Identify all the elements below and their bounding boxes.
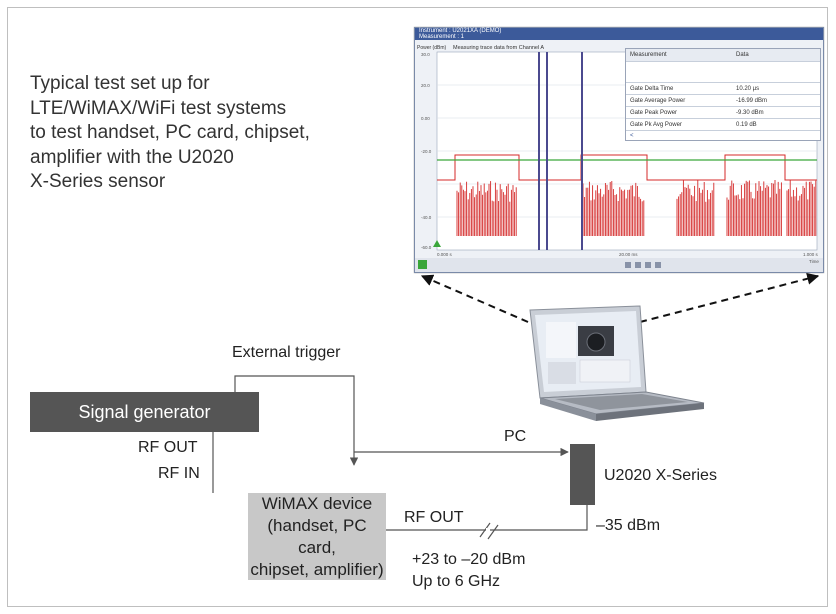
x-axis-label: Time <box>809 259 819 264</box>
table-cell: Gate Pk Avg Power <box>630 121 682 128</box>
zoom-arrow-right <box>639 272 820 323</box>
measurement-table: Measurement Data Gate Delta Time 10.20 µ… <box>625 48 821 141</box>
table-cell: Gate Delta Time <box>630 85 674 92</box>
screenshot-title: Instrument : U2021XA (DEMO) <box>419 28 502 34</box>
software-screenshot: Instrument : U2021XA (DEMO) Measurement … <box>414 27 824 273</box>
caption-line: Typical test set up for <box>30 73 210 94</box>
x-tick: 20.00 ms <box>619 252 638 257</box>
plot-header: Measuring trace data from Channel A <box>453 45 544 51</box>
x-tick: 0.000 s <box>437 252 453 257</box>
rf-in-label: RF IN <box>158 465 200 482</box>
wimax-device-title: WiMAX device <box>261 493 373 513</box>
y-tick: 20.0 <box>421 83 430 88</box>
zoom-arrow-left <box>420 274 529 323</box>
play-icon[interactable] <box>418 260 427 269</box>
wimax-device-block: WiMAX device (handset, PC card, chipset,… <box>248 493 386 580</box>
frequency-label: Up to 6 GHz <box>412 573 501 590</box>
table-cell: 0.19 dB <box>736 121 757 128</box>
signal-generator-block: Signal generator <box>30 392 259 432</box>
wimax-device-detail: chipset, amplifier) <box>250 559 384 579</box>
trace-envelope <box>437 154 817 181</box>
table-cell: Gate Average Power <box>630 97 686 104</box>
caption-line: amplifier with the U2020 <box>30 146 234 168</box>
nav-controls[interactable] <box>625 262 661 268</box>
wimax-device-detail: (handset, PC card, <box>267 515 367 557</box>
y-tick: 30.0 <box>421 52 430 57</box>
caption-line: LTE/WiMAX/WiFi test systems <box>30 97 287 119</box>
u2020-sensor-block <box>570 444 595 505</box>
caption-line: to test handset, PC card, chipset, <box>30 122 310 143</box>
caption-line: X-Series sensor <box>30 171 166 192</box>
y-tick: 0.00 <box>421 116 430 121</box>
column-header: Data <box>736 52 749 58</box>
table-row: Gate Delta Time 10.20 µs <box>626 83 820 95</box>
y-axis-label: Power (dBm) <box>417 45 447 51</box>
y-tick: -40.0 <box>421 215 432 220</box>
table-cell: Gate Peak Power <box>630 109 678 116</box>
table-row: Gate Average Power -16.99 dBm <box>626 95 820 107</box>
table-row <box>626 62 820 83</box>
table-cell: -9.30 dBm <box>736 109 764 116</box>
table-header: Measurement Data <box>626 49 820 62</box>
table-row: Gate Peak Power -9.30 dBm <box>626 107 820 119</box>
power-level-label: –35 dBm <box>596 517 661 534</box>
gate-markers <box>538 52 583 250</box>
power-range-label: +23 to –20 dBm <box>412 551 526 568</box>
figure-frame <box>7 7 828 607</box>
external-trigger-label: External trigger <box>232 344 341 361</box>
screenshot-subtitle: Measurement : 1 <box>419 34 465 40</box>
table-cell: -16.99 dBm <box>736 97 768 104</box>
rf-out-device-label: RF OUT <box>404 509 464 526</box>
table-row: Gate Pk Avg Power 0.19 dB <box>626 119 820 131</box>
signal-generator-label: Signal generator <box>78 401 211 422</box>
screenshot-titlebar: Instrument : U2021XA (DEMO) Measurement … <box>415 28 823 40</box>
trace-bursts <box>456 180 817 236</box>
sensor-label: U2020 X-Series <box>604 467 717 484</box>
trigger-marker <box>433 240 441 247</box>
table-scrollbar[interactable]: < <box>630 132 634 139</box>
table-cell: 10.20 µs <box>736 85 760 92</box>
caption: Typical test set up for LTE/WiMAX/WiFi t… <box>30 72 310 195</box>
rf-line-sensor <box>386 505 588 531</box>
trigger-line <box>234 375 359 466</box>
y-tick: -20.0 <box>421 149 432 154</box>
y-tick: -60.0 <box>421 245 432 250</box>
x-tick: 1.000 s <box>803 252 819 257</box>
pc-label: PC <box>504 428 527 445</box>
laptop-icon <box>529 305 705 421</box>
cable-break-icon <box>479 522 499 540</box>
column-header: Measurement <box>630 52 667 58</box>
rf-out-generator-label: RF OUT <box>138 439 198 456</box>
